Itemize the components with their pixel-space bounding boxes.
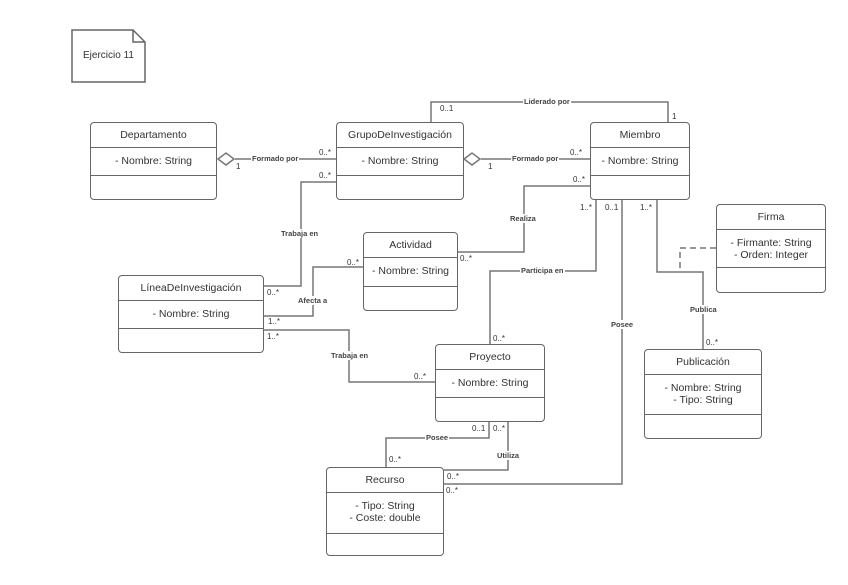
multiplicity: 0..* — [267, 288, 280, 297]
attribute: - Firmante: String — [730, 237, 812, 249]
association-class-link — [679, 247, 716, 272]
class-proyecto[interactable]: Proyecto - Nombre: String — [435, 344, 545, 422]
class-publicacion[interactable]: Publicación - Nombre: String - Tipo: Str… — [644, 349, 762, 439]
note-shape — [71, 29, 146, 83]
multiplicity: 1 — [236, 162, 241, 171]
multiplicity: 0..* — [493, 424, 506, 433]
multiplicity: 0..1 — [440, 104, 454, 113]
class-departamento[interactable]: Departamento - Nombre: String — [90, 122, 217, 200]
multiplicity: 1..* — [580, 203, 593, 212]
class-name: Firma — [717, 205, 825, 230]
exercise-note: Ejercicio 11 — [72, 30, 145, 82]
class-operations — [717, 268, 825, 292]
class-attributes: - Tipo: String - Coste: double — [327, 493, 443, 534]
class-attributes: - Nombre: String - Tipo: String — [645, 375, 761, 415]
multiplicity: 0..* — [573, 175, 586, 184]
aggregation-diamond-icon — [216, 152, 236, 166]
class-name: GrupoDeInvestigación — [337, 123, 463, 148]
class-recurso[interactable]: Recurso - Tipo: String - Coste: double — [326, 467, 444, 556]
assoc-label: Liderado por — [523, 97, 571, 106]
attribute: - Nombre: String — [371, 265, 450, 277]
class-name: LíneaDeInvestigación — [119, 276, 263, 301]
class-grupo-de-investigacion[interactable]: GrupoDeInvestigación - Nombre: String — [336, 122, 464, 200]
class-operations — [119, 329, 263, 352]
assoc-label: Utiliza — [496, 451, 521, 460]
assoc-miembro-publicacion — [656, 200, 704, 349]
assoc-miembro-recurso — [444, 200, 623, 485]
class-attributes: - Nombre: String — [119, 301, 263, 329]
class-actividad[interactable]: Actividad - Nombre: String — [363, 232, 458, 311]
multiplicity: 0..* — [493, 334, 506, 343]
class-name: Publicación — [645, 350, 761, 375]
assoc-label: Participa en — [520, 266, 565, 275]
attribute: - Nombre: String — [114, 155, 193, 167]
class-name: Recurso — [327, 468, 443, 493]
assoc-actividad-linea — [264, 266, 363, 317]
class-name: Proyecto — [436, 345, 544, 370]
multiplicity: 0..* — [446, 486, 459, 495]
attribute: - Nombre: String — [361, 155, 439, 167]
note-text: Ejercicio 11 — [83, 50, 134, 61]
class-firma[interactable]: Firma - Firmante: String - Orden: Intege… — [716, 204, 826, 293]
multiplicity: 0..* — [460, 254, 473, 263]
multiplicity: 1 — [672, 112, 677, 121]
multiplicity: 1..* — [268, 317, 281, 326]
class-attributes: - Nombre: String — [91, 148, 216, 176]
class-attributes: - Nombre: String — [436, 370, 544, 398]
assoc-label: Trabaja en — [280, 229, 320, 238]
class-operations — [364, 287, 457, 310]
assoc-proyecto-recurso-utiliza — [444, 421, 509, 471]
class-name: Miembro — [591, 123, 689, 148]
assoc-label: Formado por — [511, 154, 560, 163]
class-operations — [436, 398, 544, 421]
class-operations — [91, 176, 216, 199]
attribute: - Nombre: String — [451, 377, 529, 389]
multiplicity: 0..* — [319, 171, 332, 180]
multiplicity: 0..* — [414, 372, 427, 381]
class-attributes: - Firmante: String - Orden: Integer — [717, 230, 825, 268]
multiplicity: 0..* — [570, 148, 583, 157]
attribute: - Nombre: String — [152, 308, 230, 320]
multiplicity: 1 — [488, 162, 493, 171]
multiplicity: 1..* — [267, 332, 280, 341]
attribute: - Orden: Integer — [733, 249, 809, 261]
class-attributes: - Nombre: String — [591, 148, 689, 176]
multiplicity: 0..* — [389, 455, 402, 464]
attribute: - Tipo: String — [673, 394, 733, 406]
attribute: - Nombre: String — [601, 155, 679, 167]
class-name: Departamento — [91, 123, 216, 148]
attribute: - Coste: double — [349, 512, 421, 524]
multiplicity: 0..* — [319, 148, 332, 157]
class-linea-de-investigacion[interactable]: LíneaDeInvestigación - Nombre: String — [118, 275, 264, 353]
class-attributes: - Nombre: String — [364, 258, 457, 287]
multiplicity: 0..1 — [472, 424, 486, 433]
class-name: Actividad — [364, 233, 457, 258]
assoc-label: Trabaja en — [330, 351, 370, 360]
aggregation-diamond-icon — [462, 152, 482, 166]
assoc-label: Realiza — [509, 214, 537, 223]
attribute: - Tipo: String — [355, 500, 415, 512]
attribute: - Nombre: String — [664, 382, 742, 394]
assoc-label: Posee — [425, 433, 450, 442]
class-miembro[interactable]: Miembro - Nombre: String — [590, 122, 690, 200]
multiplicity: 0..1 — [605, 203, 619, 212]
class-attributes: - Nombre: String — [337, 148, 463, 176]
assoc-label: Publica — [689, 305, 718, 314]
multiplicity: 0..* — [447, 472, 460, 481]
assoc-label: Posee — [610, 320, 635, 329]
multiplicity: 0..* — [706, 338, 719, 347]
class-operations — [327, 534, 443, 555]
assoc-label: Formado por — [251, 154, 300, 163]
class-operations — [337, 176, 463, 199]
multiplicity: 1..* — [640, 203, 653, 212]
assoc-label: Afecta a — [297, 296, 329, 305]
class-operations — [591, 176, 689, 199]
multiplicity: 0..* — [347, 258, 360, 267]
class-operations — [645, 415, 761, 438]
